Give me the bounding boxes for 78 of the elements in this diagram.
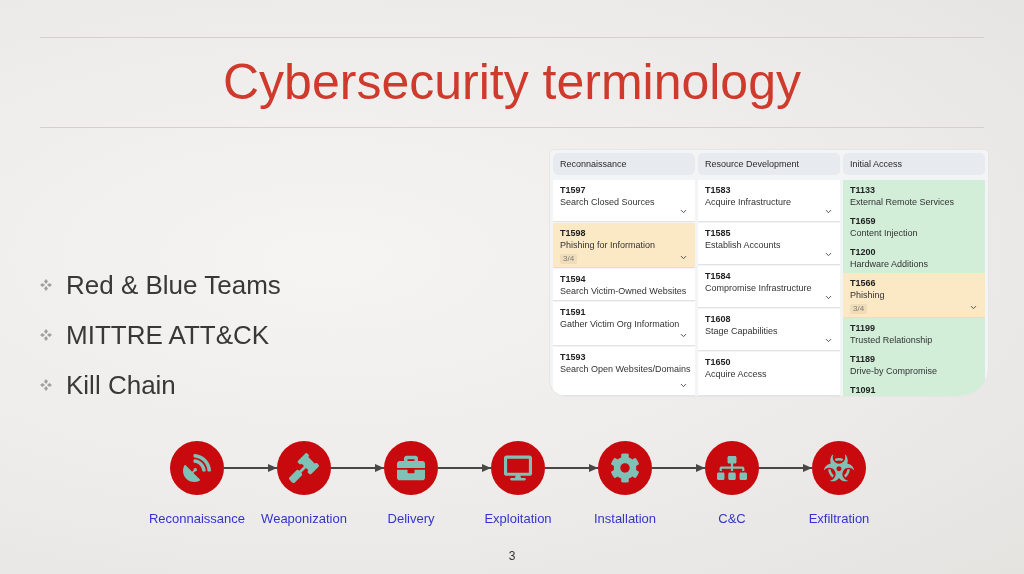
technique-name: External Remote Services [850, 197, 955, 208]
technique-id: T1200 [850, 247, 876, 258]
monitor-icon [491, 441, 545, 495]
column-header: Resource Development [698, 153, 840, 175]
technique-card [843, 180, 985, 211]
satellite-dish-icon [170, 441, 224, 495]
technique-name: Acquire Infrastructure [705, 197, 792, 208]
technique-id: T1585 [705, 228, 731, 239]
stage-label: C&C [718, 511, 746, 527]
gavel-icon [277, 441, 331, 495]
technique-card [843, 273, 985, 318]
technique-name: Search Closed Sources [560, 197, 655, 208]
technique-id: T1199 [850, 323, 876, 334]
count-badge: 3/4 [850, 304, 868, 314]
arrow [758, 464, 813, 472]
technique-name: Search Victim-Owned Websites [560, 286, 687, 297]
technique-name: Trusted Relationship [850, 335, 933, 346]
stage-label: Delivery [387, 511, 435, 527]
technique-card [698, 266, 840, 308]
technique-name: Phishing [850, 290, 885, 301]
technique-name: Compromise Infrastructure [705, 283, 812, 294]
technique-card [553, 180, 695, 222]
technique-id: T1189 [850, 354, 876, 365]
arrow [437, 464, 492, 472]
technique-card [698, 223, 840, 265]
technique-id: T1598 [560, 228, 586, 239]
technique-name: Gather Victim Org Information [560, 319, 680, 330]
technique-name: Content Injection [850, 228, 918, 239]
technique-card [553, 302, 695, 346]
stage-label: Exfiltration [808, 511, 870, 527]
technique-card [698, 309, 840, 351]
technique-id: T1594 [560, 274, 586, 285]
arrow [223, 464, 278, 472]
technique-id: T1608 [705, 314, 731, 325]
technique-card [553, 347, 695, 396]
technique-card [843, 318, 985, 349]
technique-id: T1650 [705, 357, 731, 368]
bullet-text: Kill Chain [66, 369, 176, 401]
stage-label: Weaponization [261, 511, 347, 527]
column-header: Reconnaissance [553, 153, 695, 175]
technique-name: Drive-by Compromise [850, 366, 938, 377]
technique-card [553, 223, 695, 268]
column-header: Initial Access [843, 153, 985, 175]
technique-card [698, 352, 840, 396]
count-badge: 3/4 [560, 254, 578, 264]
technique-id: T1591 [560, 307, 586, 318]
technique-card [843, 242, 985, 273]
technique-id: T1584 [705, 271, 731, 282]
technique-name: Acquire Access [705, 369, 767, 380]
slide-title: Cybersecurity terminology [223, 53, 801, 112]
matrix-panel [550, 150, 988, 396]
stage-label: Exploitation [484, 511, 552, 527]
technique-id: T1659 [850, 216, 876, 227]
technique-id: T1566 [850, 278, 876, 289]
technique-name: Phishing for Information [560, 240, 656, 251]
bullet-text: MITTRE ATT&CK [66, 319, 270, 351]
gear-icon [598, 441, 652, 495]
technique-name: Search Open Websites/Domains [560, 364, 691, 375]
arrow [330, 464, 385, 472]
technique-id: T1091 [850, 385, 876, 396]
arrow [651, 464, 706, 472]
technique-id: T1583 [705, 185, 731, 196]
bullet-text: Red & Blue Teams [66, 269, 281, 301]
technique-name: Hardware Additions [850, 259, 929, 270]
biohazard-icon [812, 441, 866, 495]
technique-id: T1133 [850, 185, 876, 196]
hierarchy-icon [705, 441, 759, 495]
technique-card [553, 269, 695, 301]
technique-card [698, 180, 840, 222]
technique-name: Stage Capabilities [705, 326, 778, 337]
technique-id: T1597 [560, 185, 586, 196]
page-number: 3 [508, 549, 516, 563]
stage-label: Installation [593, 511, 657, 527]
briefcase-icon [384, 441, 438, 495]
arrow [544, 464, 599, 472]
technique-id: T1593 [560, 352, 586, 363]
stage-label: Reconnaissance [148, 511, 246, 527]
technique-name: Establish Accounts [705, 240, 781, 251]
